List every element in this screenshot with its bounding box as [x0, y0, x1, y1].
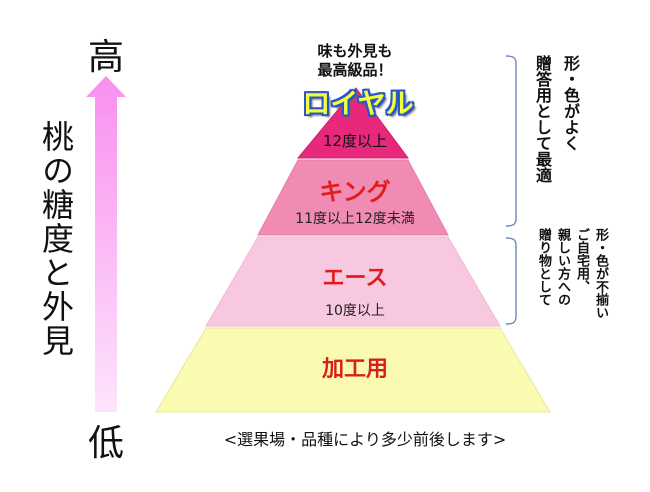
bracket-top: [505, 55, 517, 227]
tier-royal-name: ロイヤル: [302, 87, 414, 120]
tier-ace-name: エース: [322, 266, 388, 291]
home-note-line-2: ご自宅用、: [574, 228, 589, 293]
axis-high-label: 高: [87, 37, 124, 78]
tier-processing-name: 加工用: [321, 357, 388, 382]
tier-ace-criteria: 10度以上: [325, 303, 385, 319]
tier-royal-shape: [296, 87, 409, 159]
footnote: <選果場・品種により多少前後します>: [223, 430, 507, 449]
gift-note-line-1: 形・色がよく: [561, 55, 580, 151]
tier-ace-shape: [205, 236, 501, 327]
home-note-line-1: 形・色が不揃い: [593, 228, 608, 319]
home-note: 形・色が不揃い ご自宅用、 親しい方への 贈り物として: [534, 228, 610, 340]
axis-title: 桃の糖度と外見: [37, 120, 75, 358]
tier-king-criteria: 11度以上12度未満: [295, 211, 415, 227]
gift-note: 形・色がよく 贈答用として最適: [526, 55, 584, 215]
top-note: 味も外見も 最高級品！: [290, 42, 420, 80]
tier-processing-shape: [155, 327, 551, 413]
bracket-bottom: [505, 237, 517, 325]
sugar-arrow-icon: [86, 76, 126, 412]
tier-king-name: キング: [319, 178, 391, 206]
gift-note-line-2: 贈答用として最適: [533, 55, 552, 183]
tier-king-shape: [257, 159, 449, 236]
home-note-line-3: 親しい方への: [555, 228, 570, 306]
top-note-line-2: 最高級品！: [317, 61, 393, 79]
home-note-line-4: 贈り物として: [536, 228, 551, 306]
axis-low-label: 低: [87, 423, 124, 464]
top-note-line-1: 味も外見も: [317, 42, 393, 60]
tier-royal-criteria: 12度以上: [322, 132, 388, 150]
